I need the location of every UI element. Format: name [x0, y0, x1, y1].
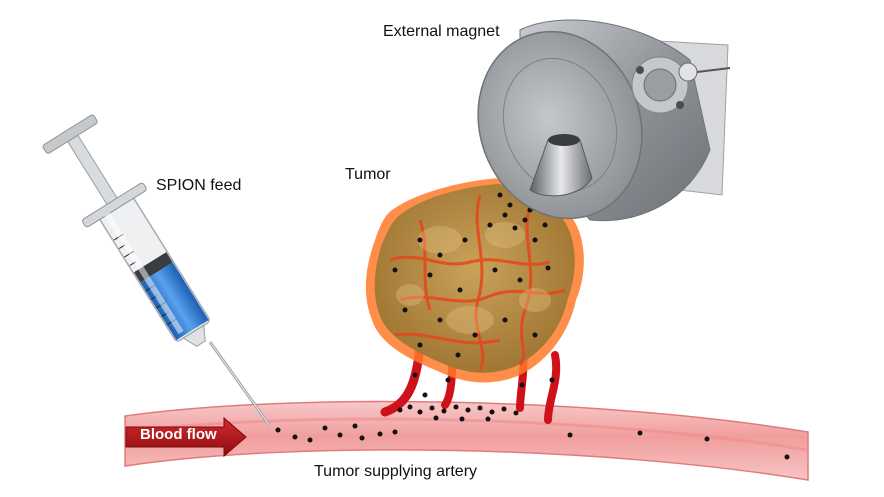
blood-flow-label: Blood flow	[140, 426, 217, 443]
spion-particles	[275, 192, 790, 460]
tumor-icon	[365, 178, 584, 383]
spion-feed-label: SPION feed	[156, 177, 242, 194]
blood-flow-arrow	[125, 416, 247, 458]
artery-label: Tumor supplying artery	[314, 463, 478, 480]
syringe-icon	[42, 114, 272, 427]
external-magnet-label: External magnet	[383, 23, 500, 40]
magnet-icon	[477, 19, 731, 222]
tumor-label: Tumor	[345, 166, 391, 183]
artery	[124, 400, 809, 481]
